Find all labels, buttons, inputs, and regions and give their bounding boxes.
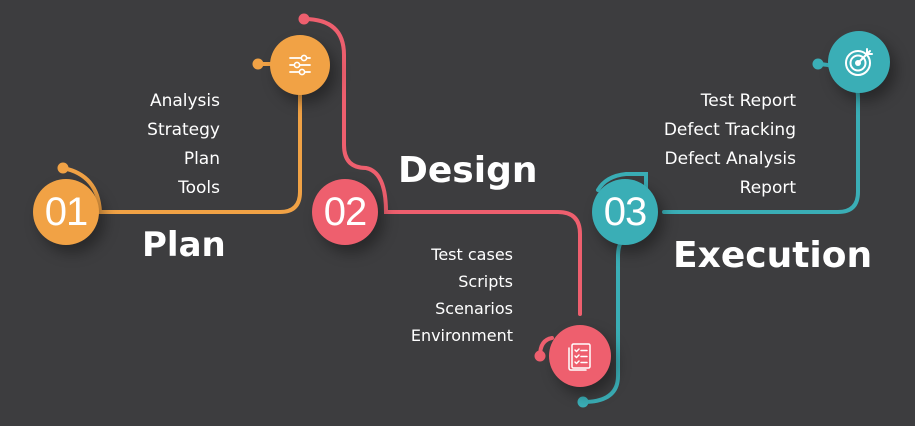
plan-start-dot xyxy=(57,162,69,174)
list-item: Scripts xyxy=(458,272,513,291)
list-item: Scenarios xyxy=(435,299,513,318)
step-number-circle-design: 02 xyxy=(312,179,378,245)
execution-item-list: Test Report Defect Tracking Defect Analy… xyxy=(630,87,796,203)
plan-item-list: Analysis Strategy Plan Tools xyxy=(105,87,220,203)
step-number-execution: 03 xyxy=(603,189,647,234)
execution-start-dot xyxy=(812,58,824,70)
target-icon xyxy=(845,48,873,76)
step-number-circle-execution: 03 xyxy=(592,179,658,245)
step-number-plan: 01 xyxy=(44,189,88,234)
step-title-execution: Execution xyxy=(673,235,873,276)
list-item: Plan xyxy=(183,149,220,169)
design-connector-line xyxy=(302,17,582,316)
design-start-dot xyxy=(298,13,310,25)
list-item: Tools xyxy=(178,178,220,198)
checklist-icon xyxy=(568,343,591,371)
step-number-design: 02 xyxy=(323,189,367,234)
step-number-circle-plan: 01 xyxy=(33,179,99,245)
list-item: Analysis xyxy=(149,91,220,111)
list-item: Test Report xyxy=(700,91,796,111)
list-item: Test cases xyxy=(431,245,513,264)
design-icon-circle xyxy=(549,325,611,387)
list-item: Defect Tracking xyxy=(663,120,796,140)
execution-icon-circle xyxy=(828,31,890,93)
plan-end-dot xyxy=(252,58,264,70)
design-item-list: Test cases Scripts Scenarios Environment xyxy=(380,241,513,349)
design-end-dot xyxy=(534,350,546,362)
step-title-design: Design xyxy=(398,150,538,191)
execution-end-dot xyxy=(577,396,589,408)
sliders-icon xyxy=(289,54,311,76)
step-title-plan: Plan xyxy=(142,225,226,265)
list-item: Report xyxy=(739,178,796,198)
list-item: Environment xyxy=(410,326,513,345)
list-item: Defect Analysis xyxy=(664,149,796,169)
list-item: Strategy xyxy=(147,120,220,140)
plan-icon-circle xyxy=(270,35,330,95)
